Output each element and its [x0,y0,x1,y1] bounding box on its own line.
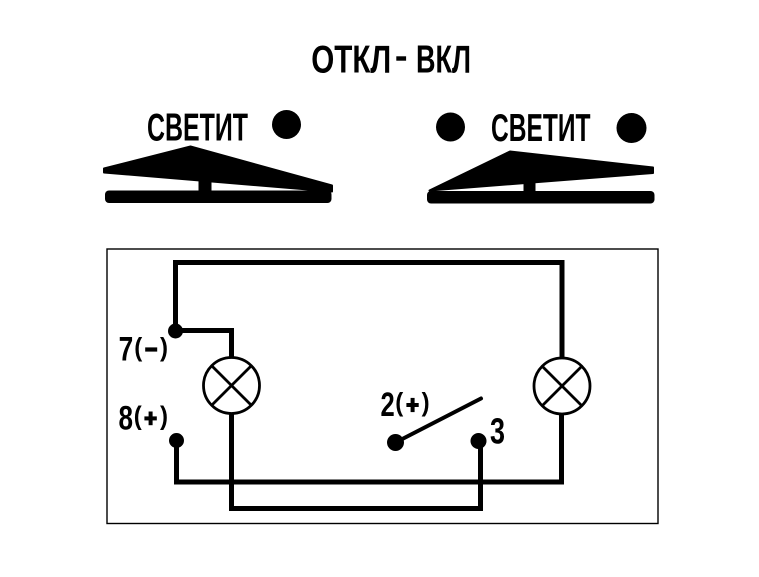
svg-text:8: 8 [119,399,134,437]
svg-text:(: ( [395,387,403,417]
svg-text:СВЕТИТ: СВЕТИТ [147,107,248,150]
svg-text:(: ( [134,400,142,430]
svg-text:ОТКЛ: ОТКЛ [311,38,391,81]
svg-text:3: 3 [490,411,505,452]
svg-text:СВЕТИТ: СВЕТИТ [491,107,591,150]
svg-text:7: 7 [119,331,134,369]
svg-text:): ) [422,387,430,417]
svg-text:2: 2 [381,386,395,424]
svg-text:): ) [160,332,168,362]
svg-text:(: ( [134,332,142,362]
svg-text:ВКЛ: ВКЛ [416,38,471,81]
svg-text:): ) [160,400,168,430]
